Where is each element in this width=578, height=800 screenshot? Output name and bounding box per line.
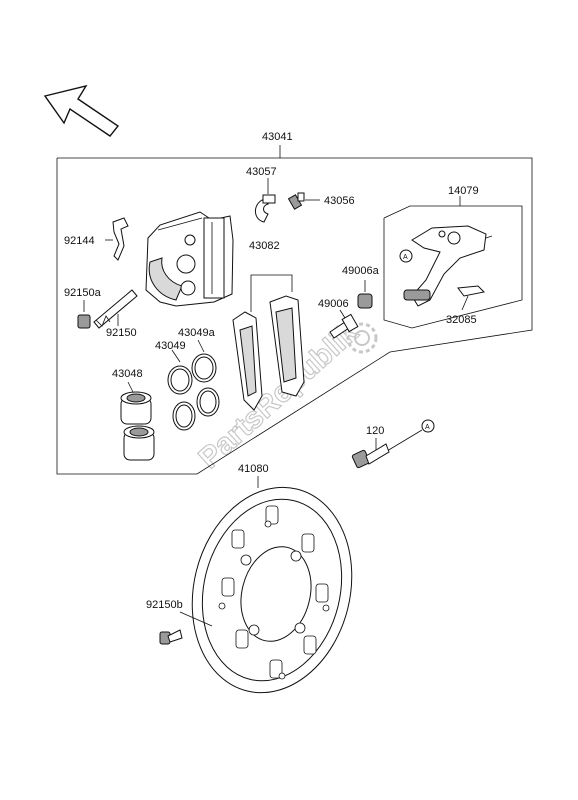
- part-label-43048: 43048: [112, 368, 143, 380]
- part-label-43049a: 43049a: [178, 327, 216, 339]
- part-label-43057: 43057: [246, 166, 277, 178]
- part-label-43041: 43041: [262, 131, 293, 143]
- part-label-43049: 43049: [155, 340, 186, 352]
- caliper-pin: [93, 289, 138, 329]
- part-label-49006a: 49006a: [342, 265, 380, 277]
- bracket-assembly: [383, 196, 523, 329]
- bleeder-valve: [287, 192, 320, 210]
- part-label-32085: 32085: [446, 314, 477, 326]
- part-label-43082: 43082: [249, 240, 280, 252]
- disc-bolt: [159, 611, 213, 645]
- part-label-92150a: 92150a: [64, 287, 102, 299]
- bush: [357, 280, 373, 309]
- brake-pads: [232, 274, 305, 411]
- slide-pin: [329, 309, 359, 339]
- reference-marker-a: A: [421, 419, 435, 433]
- part-label-43056: 43056: [324, 195, 355, 207]
- part-label-92150: 92150: [106, 327, 137, 339]
- marker-a-label: A: [403, 254, 408, 261]
- pin-plug: [77, 300, 91, 329]
- brake-disc: [191, 476, 353, 694]
- pistons: [120, 381, 155, 461]
- part-label-14079: 14079: [448, 185, 479, 197]
- part-label-120: 120: [366, 425, 384, 437]
- banjo-bolt: [255, 178, 276, 223]
- spring-clip: [105, 217, 129, 261]
- marker-a-label: A: [425, 424, 430, 431]
- part-label-41080: 41080: [238, 463, 269, 475]
- part-label-92144: 92144: [64, 235, 95, 247]
- piston-seals: [167, 339, 220, 431]
- watermark-gear-icon: [346, 322, 378, 354]
- reference-marker-a: A: [399, 249, 413, 263]
- caliper-body: [145, 211, 234, 307]
- pad-spring: [457, 285, 486, 311]
- part-label-49006: 49006: [318, 298, 349, 310]
- assembly-outline: [56, 157, 533, 475]
- mounting-bolt: [351, 429, 423, 469]
- arrow-up-left-icon: [43, 84, 120, 137]
- part-label-92150b: 92150b: [146, 599, 183, 611]
